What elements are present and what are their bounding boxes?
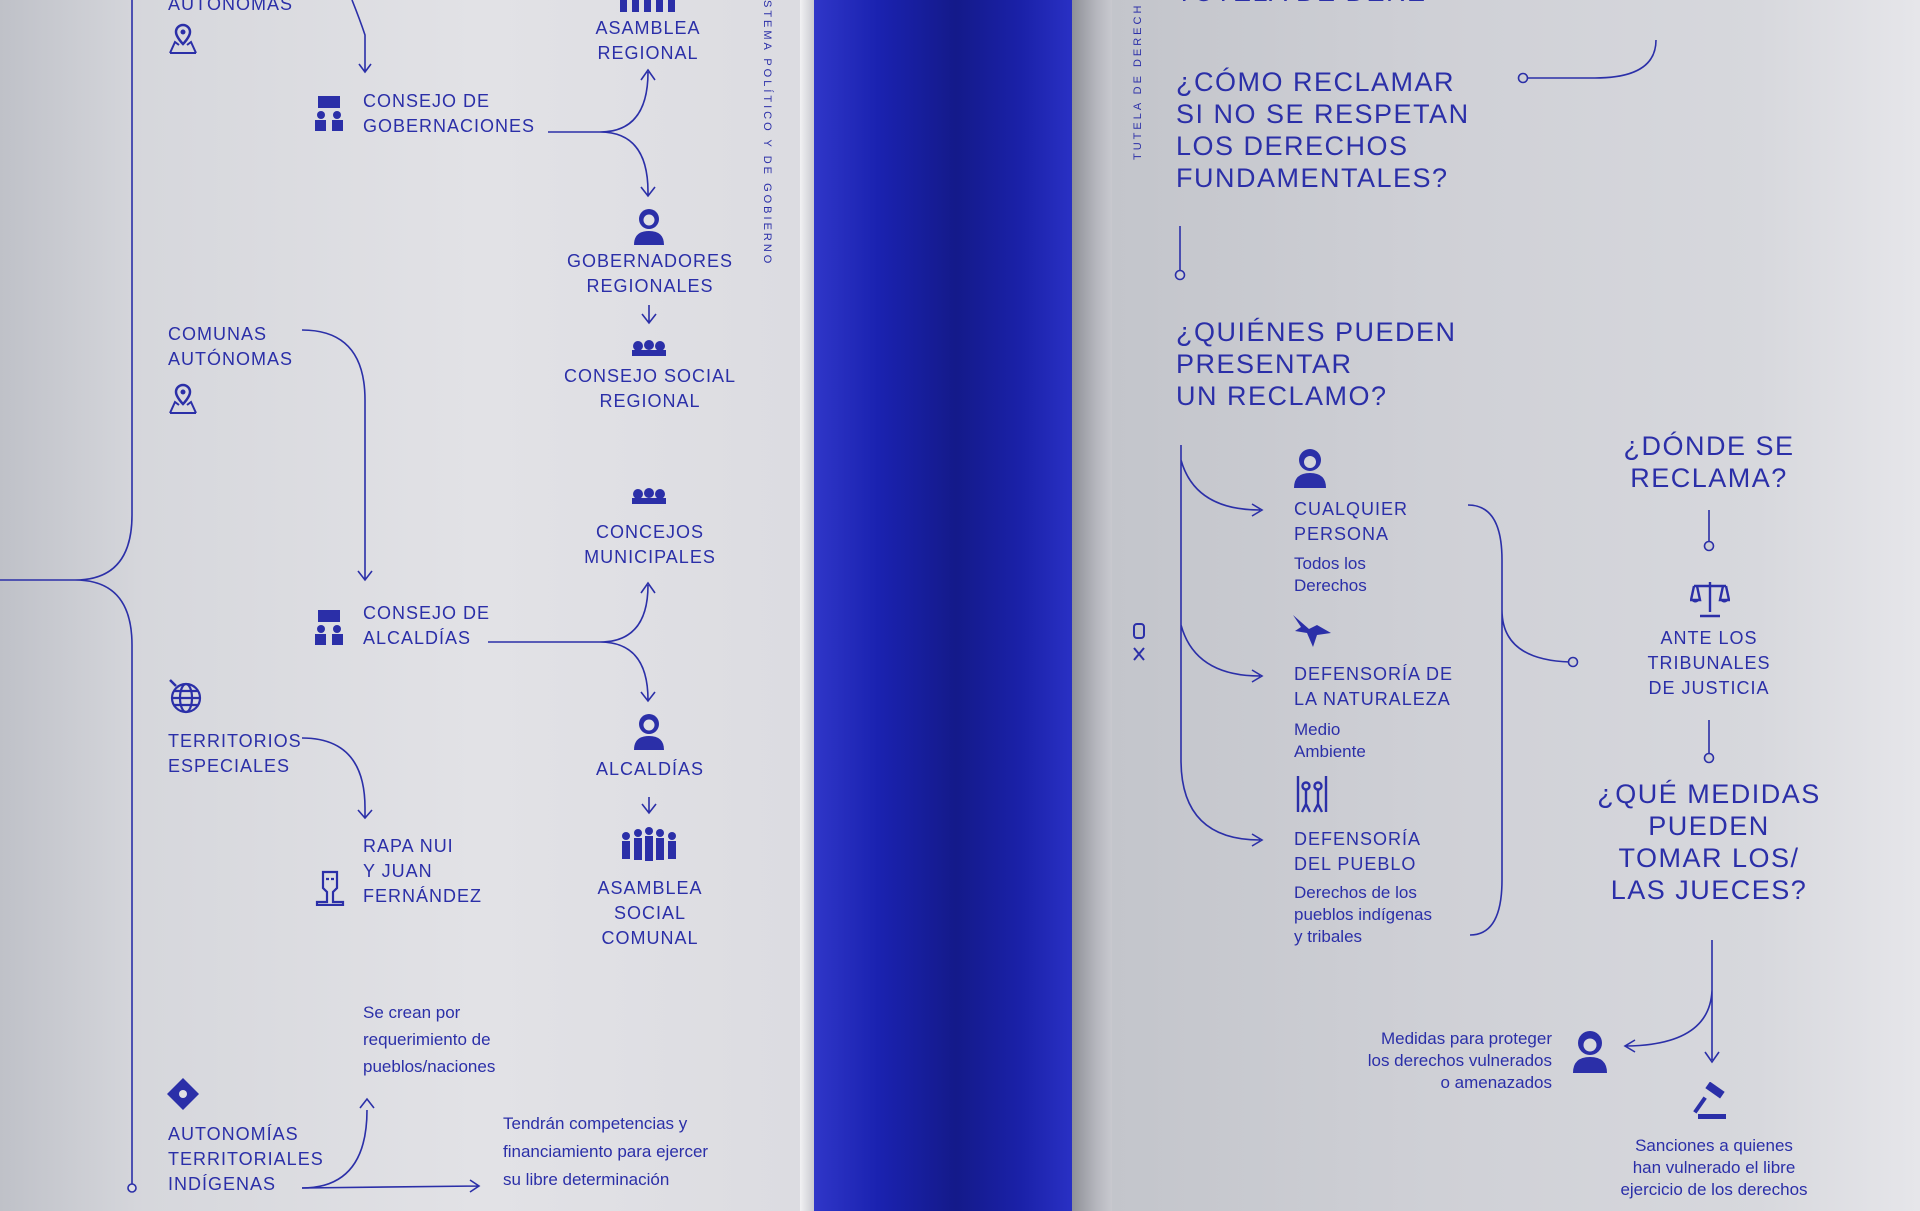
medidas-tree xyxy=(1623,940,1720,1064)
label-consejo-alcaldias: CONSEJO DE ALCALDÍAS xyxy=(363,603,491,648)
gobernaciones-split xyxy=(548,68,656,198)
indigenous-symbol-icon xyxy=(167,1078,199,1110)
question-como-reclamar: ¿CÓMO RECLAMAR SI NO SE RESPETAN LOS DER… xyxy=(1176,67,1470,193)
label-consejo-gobernaciones: CONSEJO DE GOBERNACIONES xyxy=(363,91,536,136)
label-rapa-nui: RAPA NUI Y JUAN FERNÁNDEZ xyxy=(363,836,483,906)
text-tendran: Tendrán competencias y financiamiento pa… xyxy=(503,1114,709,1189)
question-quienes: ¿QUIÉNES PUEDEN PRESENTAR UN RECLAMO? xyxy=(1176,317,1457,411)
autonomias-up xyxy=(301,1097,375,1189)
vertical-caption-left: STEMA POLÍTICO Y DE GOBIERNO xyxy=(761,0,773,267)
gavel-icon xyxy=(1693,1082,1726,1119)
governor-person-icon xyxy=(634,209,664,245)
text-se-crean: Se crean por requerimiento de pueblos/na… xyxy=(363,1003,496,1076)
text-medidas-proteger: Medidas para proteger los derechos vulne… xyxy=(1367,1029,1552,1092)
label-cualquier-persona: CUALQUIER PERSONA xyxy=(1294,499,1409,544)
who-tree xyxy=(1180,445,1264,847)
text-sanciones: Sanciones a quienes han vulnerado el lib… xyxy=(1620,1136,1808,1199)
label-autonomas-top: AUTÓNOMAS xyxy=(168,0,294,14)
assembly-people-icon xyxy=(620,0,675,12)
label-autonomias: AUTONOMÍAS TERRITORIALES INDÍGENAS xyxy=(168,1124,324,1194)
who-brace xyxy=(1467,504,1571,936)
social-council-icon xyxy=(632,340,666,356)
label-tribunales: ANTE LOS TRIBUNALES DE JUSTICIA xyxy=(1647,628,1771,698)
label-defensoria-naturaleza: DEFENSORÍA DE LA NATURALEZA xyxy=(1294,664,1454,709)
arrow-gob-social xyxy=(641,305,657,325)
book-spine xyxy=(814,0,1072,1211)
q1-connector xyxy=(1522,39,1657,79)
territorios-curve xyxy=(301,737,373,820)
title-tutela: TUTELA DE DERE xyxy=(1176,0,1427,8)
alcaldias-split xyxy=(488,581,656,703)
protest-people-icon xyxy=(1296,776,1328,813)
autonomias-right xyxy=(301,1179,481,1193)
page-edge-left xyxy=(800,0,814,1211)
question-donde: ¿DÓNDE SE RECLAMA? xyxy=(1623,431,1795,493)
left-brace xyxy=(0,0,133,1185)
comunas-curve xyxy=(301,329,373,582)
justice-scales-icon xyxy=(1690,582,1730,618)
council-meeting-icon xyxy=(315,96,343,131)
text-todos-derechos: Todos los Derechos xyxy=(1294,554,1367,595)
question-medidas: ¿QUÉ MEDIDAS PUEDEN TOMAR LOS/ LAS JUECE… xyxy=(1597,779,1821,905)
map-pin-icon xyxy=(169,23,197,54)
left-page xyxy=(0,0,800,1211)
right-page xyxy=(1112,0,1920,1211)
globe-icon xyxy=(169,679,202,714)
mayor-person-icon xyxy=(634,714,664,750)
text-pueblos-indigenas: Derechos de los pueblos indígenas y trib… xyxy=(1294,883,1433,946)
municipal-council-icon xyxy=(632,488,666,504)
person-icon xyxy=(1294,449,1326,488)
hand-fist-icon xyxy=(1133,623,1145,661)
page-edge-right xyxy=(1072,0,1112,1211)
label-defensoria-pueblo: DEFENSORÍA DEL PUEBLO xyxy=(1294,829,1422,874)
map-pin-icon xyxy=(169,383,197,414)
arrow-alc-asamblea xyxy=(641,797,657,815)
label-asamblea-regional: ASAMBLEA REGIONAL xyxy=(595,18,701,63)
council-meeting-icon xyxy=(315,610,343,645)
moai-statue-icon xyxy=(315,870,345,906)
label-concejos: CONCEJOS MUNICIPALES xyxy=(584,522,716,567)
label-territorios: TERRITORIOS ESPECIALES xyxy=(168,731,302,776)
label-consejo-social-regional: CONSEJO SOCIAL REGIONAL xyxy=(563,366,737,411)
arrow-top xyxy=(351,0,372,74)
crowd-people-icon xyxy=(622,827,676,861)
label-gobernadores: GOBERNADORES REGIONALES xyxy=(566,251,734,296)
vertical-caption-right: TUTELA DE DERECH xyxy=(1132,2,1144,160)
condor-bird-icon xyxy=(1293,615,1331,647)
label-comunas-autonomas: COMUNAS AUTÓNOMAS xyxy=(168,324,294,369)
label-asamblea-social: ASAMBLEA SOCIAL COMUNAL xyxy=(597,878,703,948)
label-alcaldias: ALCALDÍAS xyxy=(595,759,705,779)
judge-person-icon xyxy=(1573,1031,1607,1073)
text-medio-ambiente: Medio Ambiente xyxy=(1294,720,1366,761)
